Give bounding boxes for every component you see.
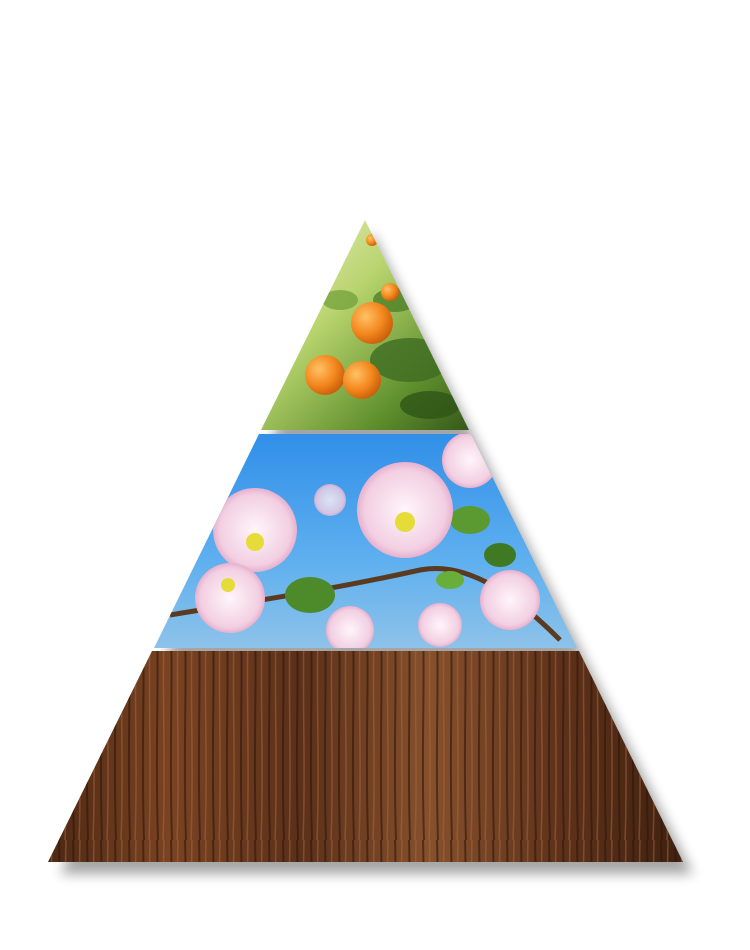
middle-tier-blossom-image	[154, 434, 577, 648]
blossom	[357, 462, 453, 558]
orange-fruit	[351, 302, 393, 344]
orange-fruit	[381, 283, 399, 301]
orange-fruit	[305, 355, 345, 395]
blossom	[213, 488, 297, 572]
top-tier-orange-image	[261, 220, 469, 430]
blossom	[195, 563, 265, 633]
bottom-tier-bark-image	[48, 651, 683, 862]
orange-fruit	[343, 361, 381, 399]
orange-fruit	[366, 234, 378, 246]
